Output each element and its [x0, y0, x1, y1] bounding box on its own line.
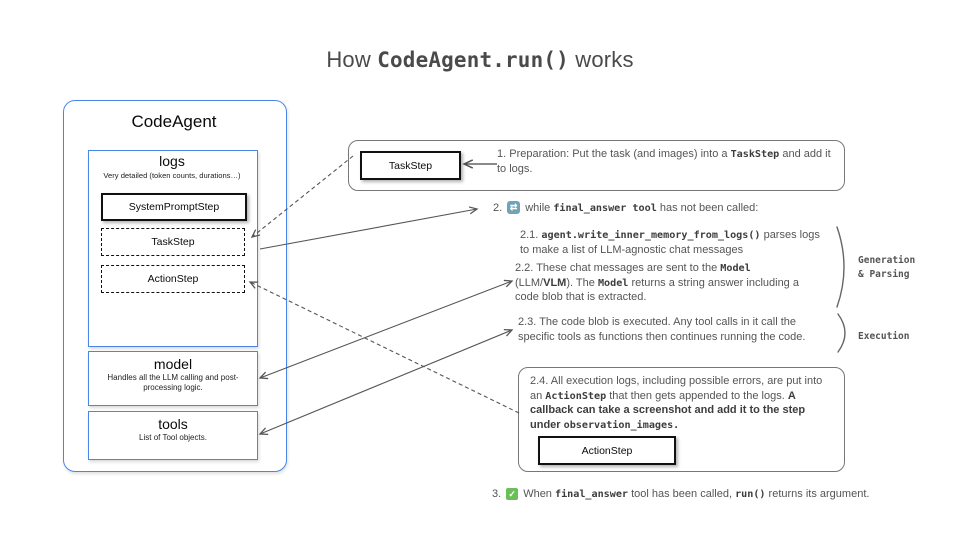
step1-taskstep-box: TaskStep: [360, 151, 461, 180]
step3-text: When final_answer tool has been called, …: [523, 488, 870, 500]
generation-parsing-label: Generation & Parsing: [858, 255, 916, 280]
tools-subtitle: List of Tool objects.: [139, 433, 207, 442]
check-icon: ✓: [506, 488, 519, 500]
system-prompt-step-label: SystemPromptStep: [128, 201, 220, 213]
model-subtitle: Handles all the LLM calling and post-pro…: [107, 373, 239, 393]
step2-number: 2.: [493, 202, 503, 214]
model-title: model: [153, 356, 193, 372]
step2-4-actionstep-box: ActionStep: [538, 436, 676, 465]
system-prompt-step-box: SystemPromptStep: [101, 193, 247, 221]
step1-text: 1. Preparation: Put the task (and images…: [497, 148, 831, 175]
action-step-box: ActionStep: [101, 265, 245, 293]
step2-2-text: 2.2. These chat messages are sent to the…: [515, 262, 799, 304]
step2-3-text: 2.3. The code blob is executed. Any tool…: [518, 316, 806, 343]
task-step-label: TaskStep: [151, 236, 195, 248]
model-box: model Handles all the LLM calling and po…: [88, 351, 258, 406]
step3-row: 3. ✓ When final_answer tool has been cal…: [492, 487, 952, 502]
execution-label: Execution: [858, 331, 910, 342]
arrow-model-step2-2: [260, 281, 512, 378]
codeagent-panel-title: CodeAgent: [131, 112, 217, 131]
arrow-tools-step2-3: [260, 330, 512, 434]
loop-icon: ⇄: [507, 201, 521, 214]
tools-box: tools List of Tool objects.: [88, 411, 258, 460]
task-step-box: TaskStep: [101, 228, 245, 256]
arrow-logs-to-step2: [259, 209, 477, 250]
step2-row: 2. ⇄ while final_answer tool has not bee…: [493, 201, 933, 216]
logs-subtitle: Very detailed (token counts, durations…): [103, 171, 241, 180]
step2-4-actionstep-label: ActionStep: [581, 444, 633, 457]
step3-number: 3.: [492, 488, 502, 500]
page-title: How CodeAgent.run() works: [326, 47, 634, 72]
tools-title: tools: [158, 416, 188, 432]
step2-text: while final_answer tool has not been cal…: [525, 202, 759, 214]
action-step-label: ActionStep: [147, 273, 199, 285]
arrow-step2-4-to-actionstep: [250, 282, 520, 414]
step1-taskstep-label: TaskStep: [388, 159, 433, 172]
step2-1-text: 2.1. agent.write_inner_memory_from_logs(…: [520, 229, 820, 256]
logs-title: logs: [159, 153, 185, 169]
bracket-execution: [837, 313, 846, 353]
step2-4-text: 2.4. All execution logs, including possi…: [530, 375, 823, 431]
bracket-generation-parsing: [836, 226, 845, 308]
